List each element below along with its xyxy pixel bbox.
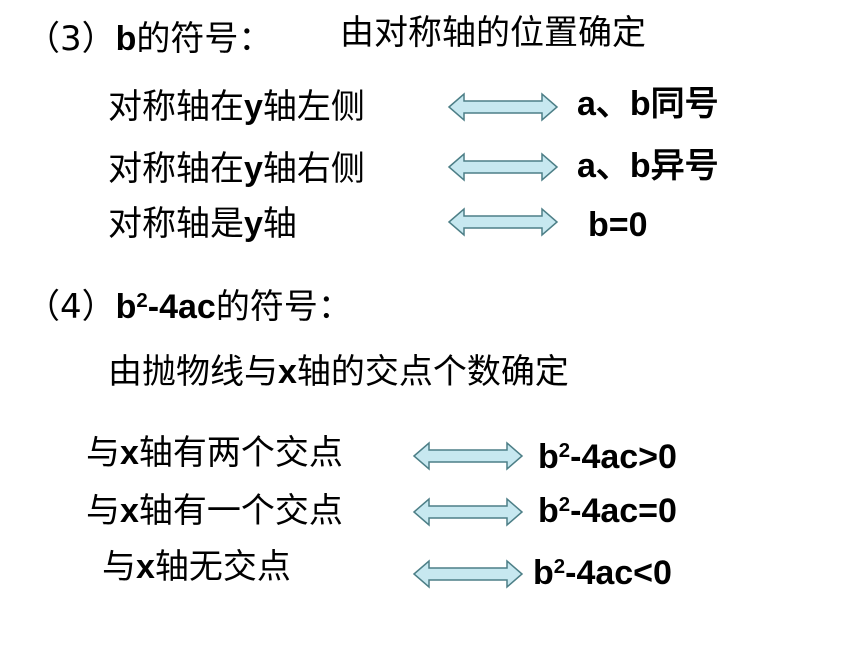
section4-subtitle: 由抛物线与x轴的交点个数确定 bbox=[108, 352, 569, 392]
section3-row-2-condition: 对称轴在y轴右侧 bbox=[108, 149, 365, 189]
section3-title: （3）b的符号： bbox=[26, 22, 272, 56]
section4-row-3-result: b2-4ac<0 bbox=[533, 554, 672, 592]
section4-row-2-result: b2-4ac=0 bbox=[538, 492, 677, 530]
section4-expr: -4ac bbox=[147, 288, 216, 326]
section4-prefix: （4） bbox=[26, 287, 116, 327]
section4-title-rest: 的符号： bbox=[215, 287, 352, 327]
section3-row-2-result: a、b异号 bbox=[577, 147, 719, 185]
section4-row-2-condition: 与x轴有一个交点 bbox=[86, 491, 343, 531]
section3-subtitle: 由对称轴的位置确定 bbox=[340, 13, 646, 53]
section4-row-3-condition: 与x轴无交点 bbox=[102, 547, 291, 587]
section4-title: （4）b2-4ac的符号： bbox=[26, 290, 352, 324]
double-arrow-icon bbox=[412, 559, 524, 589]
double-arrow-icon bbox=[447, 207, 559, 237]
section3-b: b bbox=[115, 20, 137, 58]
section4-b: b bbox=[115, 288, 137, 326]
section3-title-rest: 的符号： bbox=[136, 19, 273, 59]
section3-row-1-result: a、b同号 bbox=[577, 85, 719, 123]
section3-row-3-result: b=0 bbox=[588, 206, 648, 244]
section3-row-3-condition: 对称轴是y轴 bbox=[108, 204, 297, 244]
section3-prefix: （3） bbox=[26, 19, 116, 59]
double-arrow-icon bbox=[447, 92, 559, 122]
double-arrow-icon bbox=[412, 497, 524, 527]
section4-row-1-condition: 与x轴有两个交点 bbox=[86, 433, 343, 473]
double-arrow-icon bbox=[447, 152, 559, 182]
section3-row-1-condition: 对称轴在y轴左侧 bbox=[108, 87, 365, 127]
section4-row-1-result: b2-4ac>0 bbox=[538, 438, 677, 476]
section4-sup: 2 bbox=[136, 289, 148, 312]
double-arrow-icon bbox=[412, 441, 524, 471]
